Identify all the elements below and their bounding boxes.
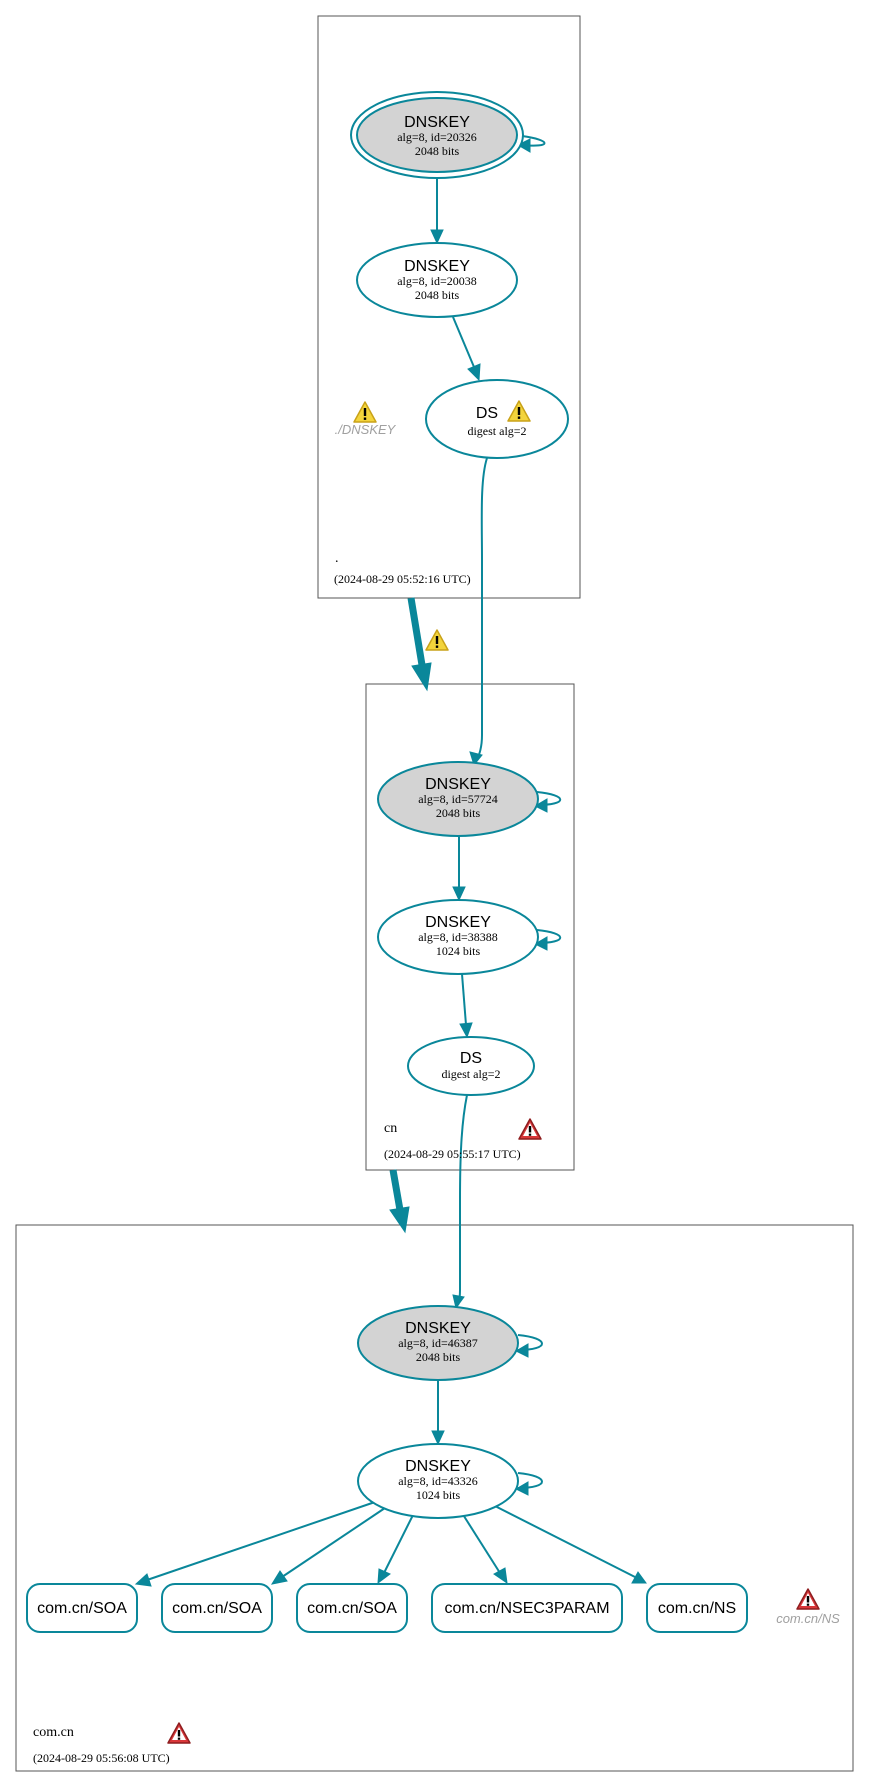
edge-comcn-zsk-soa-2-arrowhead — [270, 1570, 288, 1585]
cn-zsk-size: 1024 bits — [436, 944, 481, 958]
comcn-zsk-size: 1024 bits — [416, 1488, 461, 1502]
rrset-label: com.cn/NSEC3PARAM — [444, 1600, 609, 1617]
edge-root-zsk-ds-arrowhead — [467, 363, 481, 382]
root-ds-title: DS — [476, 405, 498, 422]
zone-comcn-box — [15, 1224, 854, 1772]
cn-ksk-id: alg=8, id=57724 — [418, 792, 498, 806]
edge-cn-zsk-ds-arrowhead — [459, 1022, 473, 1039]
edge-cn-ksk-zsk-arrowhead — [452, 886, 466, 902]
root-dnskey-ghost-label: ./DNSKEY — [335, 422, 397, 437]
edge-comcn-zsk-nsec3param — [461, 1512, 501, 1574]
comcn-zsk-title: DNSKEY — [405, 1458, 471, 1475]
comcn-ns-ghost-error-icon — [796, 1588, 820, 1610]
rrset-node[interactable]: com.cn/SOA — [26, 1583, 138, 1633]
comcn-ksk-size: 2048 bits — [416, 1350, 461, 1364]
zone-comcn-timestamp: (2024-08-29 05:56:08 UTC) — [33, 1751, 170, 1765]
edge-comcn-zsk-soa-2 — [281, 1507, 386, 1578]
root-zsk-size: 2048 bits — [415, 288, 460, 302]
rrset-node[interactable]: com.cn/SOA — [296, 1583, 408, 1633]
cn-ds-title: DS — [460, 1050, 482, 1067]
cn-ksk-node[interactable]: DNSKEY alg=8, id=57724 2048 bits — [377, 761, 539, 837]
edge-root-zsk-ds — [452, 316, 475, 368]
zone-cn-name: cn — [384, 1121, 397, 1136]
comcn-zsk-id: alg=8, id=43326 — [398, 1474, 478, 1488]
selfloop-comcn-ksk-arrowhead — [514, 1343, 529, 1358]
edge-comcn-zsk-ns-arrowhead — [631, 1571, 647, 1584]
root-zsk-node[interactable]: DNSKEY alg=8, id=20038 2048 bits — [356, 242, 518, 318]
zone-cn-error-icon — [518, 1118, 542, 1140]
root-zsk-title: DNSKEY — [404, 258, 470, 275]
comcn-ksk-title: DNSKEY — [405, 1320, 471, 1337]
root-ksk-title: DNSKEY — [404, 114, 470, 131]
cn-ksk-title: DNSKEY — [425, 776, 491, 793]
delegation-cn-comcn-edge — [389, 1169, 404, 1211]
rrset-label: com.cn/SOA — [307, 1600, 397, 1617]
zone-comcn-name: com.cn — [33, 1725, 74, 1740]
root-ksk-id: alg=8, id=20326 — [397, 130, 477, 144]
edge-comcn-zsk-ns — [492, 1504, 636, 1578]
rrset-label: com.cn/SOA — [37, 1600, 127, 1617]
comcn-ksk-id: alg=8, id=46387 — [398, 1336, 478, 1350]
edge-comcn-zsk-soa-3-arrowhead — [377, 1568, 391, 1585]
rrset-node[interactable]: com.cn/SOA — [161, 1583, 273, 1633]
delegation-warning-icon — [425, 629, 449, 651]
comcn-ns-ghost-node[interactable]: com.cn/NS — [776, 1588, 840, 1626]
edge-cn-ds-comcn-ksk — [457, 1094, 468, 1306]
rrset-node[interactable]: com.cn/NSEC3PARAM — [431, 1583, 623, 1633]
edge-root-ds-cn-ksk — [476, 457, 488, 761]
rrset-label: com.cn/NS — [658, 1600, 736, 1617]
selfloop-cn-ksk-arrowhead — [533, 798, 548, 813]
cn-ksk-size: 2048 bits — [436, 806, 481, 820]
edge-comcn-ksk-zsk-arrowhead — [431, 1430, 445, 1446]
cn-zsk-title: DNSKEY — [425, 914, 491, 931]
edge-comcn-zsk-soa-1-arrowhead — [134, 1573, 152, 1587]
edge-root-ksk-zsk-arrowhead — [430, 229, 444, 245]
cn-ds-node[interactable]: DS digest alg=2 — [407, 1036, 535, 1096]
edge-comcn-zsk-soa-3 — [383, 1512, 415, 1574]
root-ksk-node[interactable]: DNSKEY alg=8, id=20326 2048 bits — [350, 91, 524, 179]
selfloop-comcn-zsk-arrowhead — [514, 1481, 529, 1496]
comcn-ksk-node[interactable]: DNSKEY alg=8, id=46387 2048 bits — [357, 1305, 519, 1381]
edge-cn-ds-comcn-ksk-arrowhead — [452, 1294, 465, 1310]
selfloop-root-ksk-arrowhead — [516, 138, 531, 153]
cn-zsk-node[interactable]: DNSKEY alg=8, id=38388 1024 bits — [377, 899, 539, 975]
delegation-root-cn-edge — [407, 597, 426, 666]
zone-cn-box — [365, 683, 575, 1171]
root-dnskey-ghost-warning-icon — [353, 401, 377, 423]
comcn-zsk-node[interactable]: DNSKEY alg=8, id=43326 1024 bits — [357, 1443, 519, 1519]
rrset-node[interactable]: com.cn/NS — [646, 1583, 748, 1633]
zone-root-timestamp: (2024-08-29 05:52:16 UTC) — [334, 572, 471, 586]
root-ksk-size: 2048 bits — [415, 144, 460, 158]
edge-cn-zsk-ds — [461, 973, 467, 1026]
comcn-ns-ghost-label: com.cn/NS — [776, 1611, 840, 1626]
edge-comcn-zsk-nsec3param-arrowhead — [493, 1567, 508, 1585]
zone-root-box — [317, 15, 581, 599]
edge-comcn-zsk-soa-1 — [146, 1501, 376, 1581]
root-dnskey-ghost-node[interactable]: ./DNSKEY — [335, 401, 397, 437]
cn-zsk-id: alg=8, id=38388 — [418, 930, 498, 944]
selfloop-cn-zsk-arrowhead — [533, 936, 548, 951]
cn-ds-digest: digest alg=2 — [441, 1067, 500, 1081]
delegation-cn-comcn-arrowhead — [389, 1206, 410, 1234]
delegation-root-cn-arrowhead — [411, 662, 432, 692]
root-zsk-id: alg=8, id=20038 — [397, 274, 477, 288]
zone-comcn-error-icon — [167, 1722, 191, 1744]
root-ds-node[interactable]: DS digest alg=2 — [425, 379, 569, 459]
zone-root-name: . — [335, 551, 339, 566]
rrset-label: com.cn/SOA — [172, 1600, 262, 1617]
root-ds-digest: digest alg=2 — [467, 424, 526, 438]
zone-cn-timestamp: (2024-08-29 05:55:17 UTC) — [384, 1147, 521, 1161]
